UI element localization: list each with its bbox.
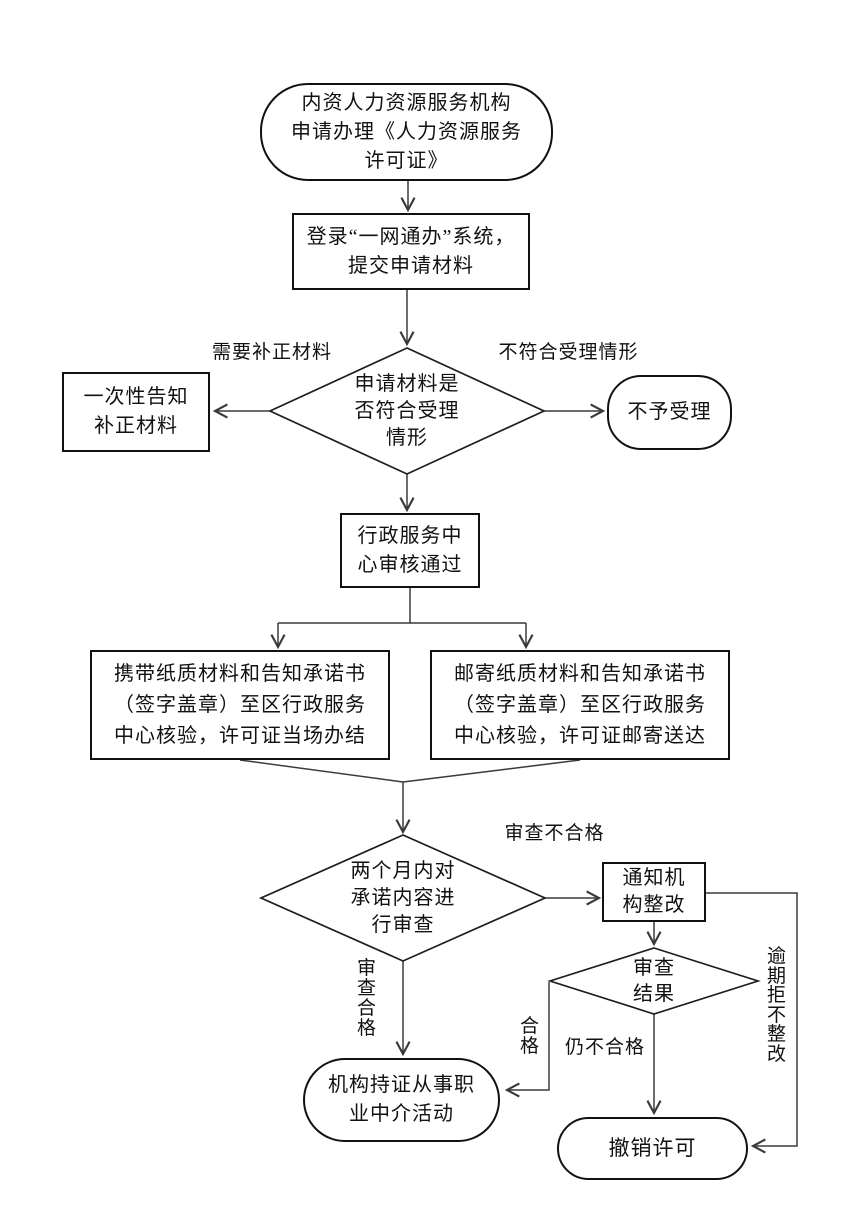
review-fail-label: 审查不合格 <box>504 823 605 844</box>
revoke-license-node: 撤销许可 <box>557 1117 748 1180</box>
review-result-label: 审查 结果 <box>633 957 675 1005</box>
center-review-box: 行政服务中 心审核通过 <box>340 513 480 588</box>
still-fail-label: 仍不合格 <box>564 1037 645 1058</box>
commitment-review-label: 两个月内对 承诺内容进 行审查 <box>350 859 456 936</box>
licensed-activity-node: 机构持证从事职 业中介活动 <box>303 1058 500 1142</box>
edge-mail-merge <box>402 759 581 783</box>
review-pass-label: 审 查 合 格 <box>356 958 377 1039</box>
not-acceptable-label: 不符合受理情形 <box>498 342 639 363</box>
edge-carry-merge <box>239 759 404 783</box>
login-submit-box: 登录“一网通办”系统， 提交申请材料 <box>292 213 530 290</box>
commitment-review-diamond <box>258 834 548 962</box>
carry-materials-box: 携带纸质材料和告知承诺书 （签字盖章）至区行政服务 中心核验，许可证当场办结 <box>90 650 390 760</box>
reject-node: 不予受理 <box>607 375 732 450</box>
need-supplement-label: 需要补正材料 <box>211 342 332 363</box>
notify-supplement-box: 一次性告知 补正材料 <box>62 372 210 452</box>
accept-decision-diamond <box>267 347 547 475</box>
start-node: 内资人力资源服务机构 申请办理《人力资源服务 许可证》 <box>260 83 553 181</box>
mail-materials-box: 邮寄纸质材料和告知承诺书 （签字盖章）至区行政服务 中心核验，许可证邮寄送达 <box>430 650 730 760</box>
pass-label: 合 格 <box>519 1016 540 1057</box>
overdue-refuse-label: 逾 期 拒 不 整 改 <box>766 946 787 1065</box>
edge-rectify-revoke-overdue <box>706 892 798 1154</box>
review-result-diamond <box>547 947 761 1015</box>
accept-decision-label: 申请材料是 否符合受理 情形 <box>354 372 460 449</box>
notify-rectify-box: 通知机 构整改 <box>602 862 706 922</box>
edge-result-licensed-pass <box>504 982 550 1098</box>
